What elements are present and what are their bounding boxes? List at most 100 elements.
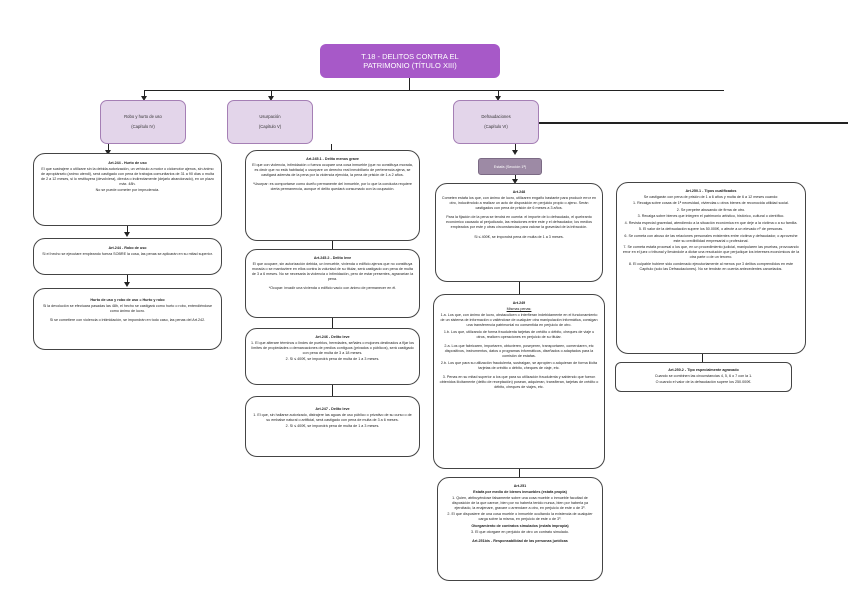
connector	[127, 275, 128, 284]
card-text3: Si ≤ 400€, se impondrá pena de multa de …	[474, 234, 564, 239]
category-chapter: (Capítulo V)	[258, 124, 282, 129]
card-art251[interactable]: Art.251 Estafa por medio de bienes inmue…	[437, 477, 603, 581]
card-title: Art.244 - Hurto de uso	[108, 161, 147, 165]
root-title-line1: T.18 - DELITOS CONTRA EL	[361, 51, 459, 61]
connector-defraud-right	[480, 122, 848, 124]
card-title: Art.245.1 - Delito menos grave	[306, 157, 359, 161]
connector	[515, 175, 516, 181]
card-text: 1. El que, sin hallarse autorizado, dist…	[253, 412, 412, 422]
card-text: El que ocupare, sin autorización debida,…	[251, 261, 414, 281]
card-text2: Para la fijación de la pena se tendrá en…	[446, 215, 592, 230]
card-art2452-delito-leve[interactable]: Art.245.2 - Delito leve El que ocupare, …	[245, 249, 420, 318]
connector-horizontal-top	[144, 90, 724, 91]
card-footer: Art.251bis - Responsabilidad de las pers…	[472, 539, 568, 544]
arrow-down-icon	[141, 96, 147, 101]
card-art2451-delito-menos-grave[interactable]: Art.245.1 - Delito menos grave El que co…	[245, 150, 420, 241]
card-text: Cuando se combinen las circunstancias 4,…	[654, 373, 753, 378]
arrow-down-icon	[124, 232, 130, 237]
connector	[515, 144, 516, 152]
card-title: Art.251	[513, 484, 527, 488]
card-title: Art.247 - Delito leve	[315, 407, 350, 411]
card-item: 5. El valor de la defraudación supere lo…	[638, 227, 784, 232]
card-item: 3. Recaiga sobre bienes que integren el …	[637, 214, 785, 219]
card-p3: 2.a. Los que fabricaren, importaren, obt…	[444, 344, 594, 359]
card-text2: 2. Si ≤ 400€, se impondrá pena de multa …	[285, 357, 380, 362]
connector-cat3	[498, 90, 499, 97]
card-p3: 3. El que otorgare en perjuicio de otro …	[471, 529, 569, 534]
category-name: Usurpación	[259, 113, 281, 119]
category-name: Defraudaciones	[481, 113, 511, 119]
connector	[127, 226, 128, 234]
connector-cat1	[144, 90, 145, 97]
card-item: 6. Se cometa con abuso de las relaciones…	[624, 233, 798, 243]
card-intro: Se castigarán con pena de prisión de 1 a…	[643, 194, 779, 199]
card-item: 8. El culpable hubiere sido condenado ej…	[628, 261, 794, 271]
card-text2: Si se cometiere con violencia o intimida…	[49, 318, 206, 323]
card-p2: 2. El que dispusiere de una cosa mueble …	[447, 512, 593, 522]
card-text2: *Usurpar: es comportarse como dueño perm…	[253, 182, 412, 192]
arrow-down-icon	[495, 96, 501, 101]
card-art247-delito-leve[interactable]: Art.247 - Delito leve 1. El que, sin hal…	[245, 396, 420, 457]
connector	[332, 241, 333, 249]
category-robo-hurto-uso[interactable]: Robo y hurto de uso (Capítulo IV)	[100, 100, 186, 144]
category-chapter: (Capítulo IV)	[131, 124, 155, 129]
connector-root-down	[409, 78, 410, 90]
card-art2502-tipo-agravado[interactable]: Art.250.2 - Tipo especialmente agravado …	[615, 362, 792, 392]
card-title: Art.245.2 - Delito leve	[313, 256, 352, 260]
connector	[331, 144, 332, 152]
card-text: Si el hecho se ejecutare empleando fuerz…	[42, 251, 213, 256]
section-label: Estafa (Sección 1ª)	[493, 164, 527, 169]
card-p5: 3. Penas en su mitad superior a los que …	[439, 375, 599, 390]
card-text2: 2. Si ≤ 400€, se impondrá pena de multa …	[285, 424, 380, 429]
connector	[108, 144, 109, 152]
card-art244-hurto-uso[interactable]: Art.244 - Hurto de uso El que sustrajere…	[33, 153, 222, 226]
card-art248[interactable]: Art.248 Cometen estafa los que, con ánim…	[435, 183, 603, 282]
card-text2: O cuando el valor de la defraudación sup…	[655, 380, 752, 385]
card-note: No se puede cometer por imprudencia.	[95, 188, 160, 193]
card-title: Art.250.1 - Tipos cualificados	[685, 189, 737, 193]
arrow-down-icon	[105, 150, 111, 155]
card-art2501-tipos-cualificados[interactable]: Art.250.1 - Tipos cualificados Se castig…	[616, 182, 806, 354]
card-p1: 1. Quien, atribuyéndose falsamente sobre…	[451, 495, 589, 510]
card-art246-delito-leve[interactable]: Art.246 - Delito leve 1. El que alterare…	[245, 328, 420, 385]
card-title: Art.246 - Delito leve	[315, 335, 350, 339]
card-art244-robo-uso[interactable]: Art.244 - Robo de uso Si el hecho se eje…	[33, 238, 222, 275]
card-text: Cometen estafa los que, con ánimo de luc…	[441, 195, 597, 210]
connector	[702, 354, 703, 362]
card-text: El que sustrajere o utilizare sin la deb…	[40, 166, 214, 186]
card-title: Art.248	[512, 190, 526, 194]
connector-cat2	[271, 90, 272, 97]
card-item: 2. Se perpetre abusando de firma de otro…	[676, 207, 746, 212]
card-subtitle2: Otorgamiento de contratos simulados (est…	[471, 523, 569, 528]
card-item: 7. Se cometa estafa procesal o los que, …	[622, 245, 800, 260]
card-title: Hurto de uso y robo de uso = Hurto y rob…	[90, 298, 165, 302]
category-chapter: (Capítulo VI)	[484, 124, 508, 129]
arrow-down-icon	[512, 179, 518, 184]
arrow-down-icon	[268, 96, 274, 101]
connector	[519, 469, 520, 477]
card-art249[interactable]: Art.249 Mismas penas: 1.a. Los que, con …	[433, 294, 605, 469]
root-title-line2: PATRIMONIO (TÍTULO XIII)	[363, 61, 457, 70]
card-item: 4. Revista especial gravedad, atendiendo…	[624, 220, 798, 225]
card-hurto-robo-uso[interactable]: Hurto de uso y robo de uso = Hurto y rob…	[33, 288, 222, 350]
card-title: Art.249	[512, 301, 526, 305]
card-subtitle: Estafa por medio de bienes inmuebles (es…	[473, 489, 567, 494]
section-estafa[interactable]: Estafa (Sección 1ª)	[478, 158, 542, 175]
category-defraudaciones[interactable]: Defraudaciones (Capítulo VI)	[453, 100, 539, 144]
card-title: Art.244 - Robo de uso	[108, 246, 147, 250]
card-text: Si la devolución se efectuara pasadas la…	[42, 303, 213, 313]
card-text2: *Ocupar: invadir una vivienda o edificio…	[268, 286, 397, 291]
card-p2: 1.b. Los que, utilizando de forma fraudu…	[443, 329, 595, 339]
card-text: 1. El que alterare términos o lindes de …	[251, 340, 414, 355]
card-text: El que con violencia, intimidación o fue…	[252, 162, 413, 177]
card-title: Art.250.2 - Tipo especialmente agravado	[668, 368, 739, 372]
connector	[332, 385, 333, 396]
connector	[519, 282, 520, 294]
root-title-node[interactable]: T.18 - DELITOS CONTRA EL PATRIMONIO (TÍT…	[320, 44, 500, 78]
connector	[332, 318, 333, 328]
category-usurpacion[interactable]: Usurpación (Capítulo V)	[227, 100, 313, 144]
category-name: Robo y hurto de uso	[124, 113, 162, 119]
arrow-down-icon	[512, 150, 518, 155]
card-item: 1. Recaiga sobre cosas de 1ª necesidad, …	[633, 201, 789, 206]
card-subtitle: Mismas penas:	[506, 306, 532, 311]
